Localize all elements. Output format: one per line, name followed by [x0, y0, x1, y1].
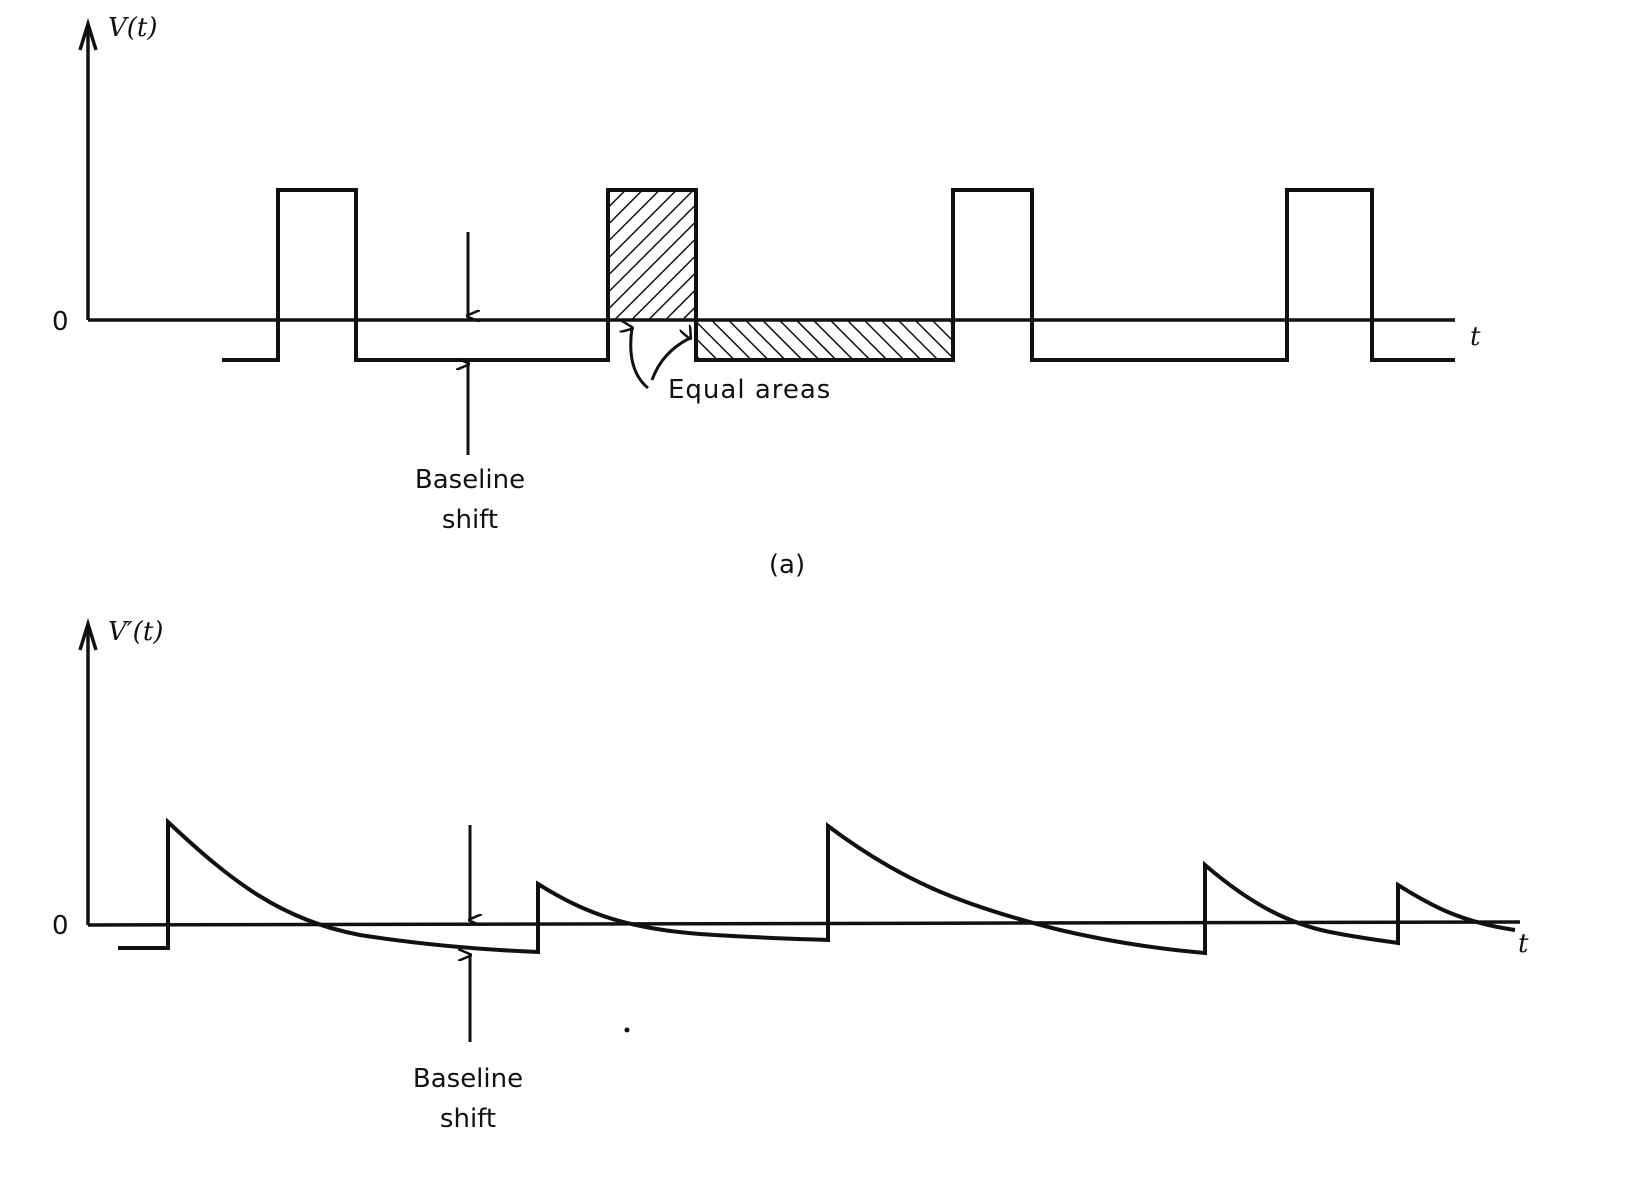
y-axis-arrow-icon [78, 18, 98, 51]
zero-line [87, 920, 1521, 927]
equal-areas-label: Equal areas [668, 375, 831, 405]
caption-a: (a) [769, 550, 805, 580]
figure-b: V′(t) t 0 Baseline shift [52, 617, 1529, 1134]
equal-areas-arrow-right [650, 338, 690, 381]
y-axis-arrow-icon [78, 618, 98, 651]
decaying-waveform [118, 817, 1516, 956]
equal-areas-arrow-left [631, 328, 649, 390]
baseline-label-line1: Baseline [415, 465, 525, 495]
baseline-label-line2: shift [442, 505, 498, 535]
pulse-waveform [222, 188, 1455, 362]
hatched-area-positive [608, 190, 696, 320]
x-axis-label: t [1518, 929, 1529, 959]
zero-label: 0 [52, 911, 69, 941]
hatched-area-negative [696, 320, 953, 360]
y-axis-label: V′(t) [108, 617, 163, 647]
x-axis-label: t [1470, 322, 1481, 352]
baseline-label-line2: shift [440, 1104, 496, 1134]
scan-speck [624, 1027, 630, 1033]
zero-label: 0 [52, 307, 69, 337]
baseline-label-line1: Baseline [413, 1064, 523, 1094]
y-axis-label: V(t) [108, 13, 158, 43]
figure-a: V(t) t 0 Baseline shift Equal areas (a) [52, 13, 1481, 580]
